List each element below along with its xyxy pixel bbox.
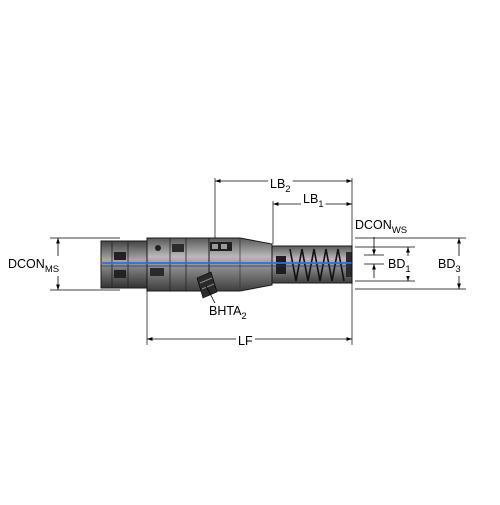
extension-lines [50,178,466,345]
label-dcon-ms: DCONMS [8,257,59,275]
label-bd1: BD1 [388,257,411,275]
label-background [207,303,249,323]
label-background [436,256,463,276]
dimension-labels: LB2 LB1 DCONWS DCONMS BD1 BD3 BHTA2 LF [6,176,463,349]
spring-coil [289,248,345,282]
label-background [6,256,62,276]
shank [100,240,148,289]
label-dcon-ws: DCONWS [355,218,407,236]
label-bhta2: BHTA2 [209,304,247,322]
label-bd3: BD3 [438,257,461,275]
label-background [386,256,413,276]
label-lb2: LB2 [270,177,291,195]
adjustment-screw [196,271,218,299]
label-background [236,333,255,349]
label-lb1: LB1 [303,192,324,210]
toolholder-body [100,237,353,299]
label-background [268,176,293,196]
label-background [301,191,326,211]
label-background [353,217,410,237]
bhta2-leader [205,285,217,306]
label-lf: LF [238,334,253,348]
